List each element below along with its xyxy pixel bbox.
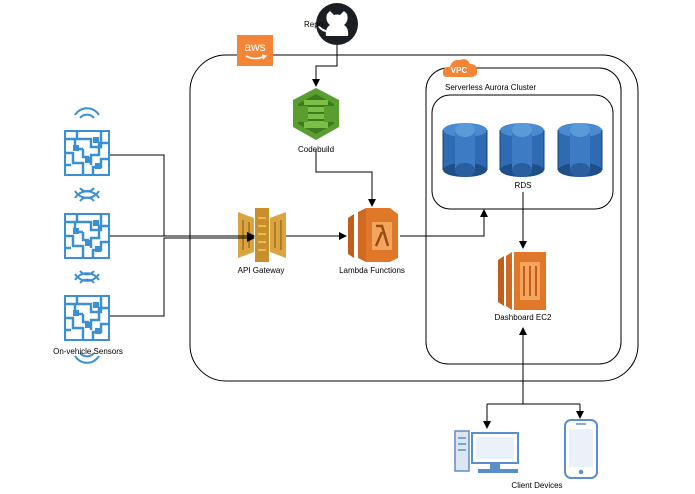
github-icon	[316, 3, 358, 45]
ec2-icon	[498, 252, 546, 310]
connectors	[110, 45, 584, 429]
lambda-icon	[348, 208, 398, 262]
mobile-phone-icon	[564, 419, 598, 479]
clients-label: Client Devices	[511, 481, 562, 490]
rds-database-icon	[499, 122, 545, 178]
rds-label: RDS	[515, 181, 532, 190]
codebuild-label: Codebuild	[298, 145, 334, 154]
lambda-label: Lambda Functions	[339, 266, 405, 275]
api-gateway-label: API Gateway	[238, 266, 285, 275]
vpc-label: VPC	[451, 66, 468, 75]
codebuild-to-lambda-arrow	[315, 150, 376, 207]
rds-database-icon	[442, 122, 488, 178]
rds-database-icon	[557, 122, 603, 178]
desktop-computer-icon	[454, 430, 519, 473]
sensor1-to-api-arrow	[110, 154, 255, 240]
codebuild-icon	[293, 88, 339, 140]
sensor3-to-api-arrow	[110, 234, 255, 317]
aws-cloud-boundary	[189, 54, 639, 382]
cluster-label: Serverless Aurora Cluster	[445, 83, 536, 92]
aws-logo: aws	[237, 35, 273, 66]
dashboard-label: Dashboard EC2	[495, 313, 552, 322]
repo-to-codebuild-arrow	[312, 45, 338, 87]
lambda-to-rds-arrow	[400, 209, 488, 237]
repo-label: Repo	[304, 20, 324, 29]
aws-logo-text: aws	[244, 40, 265, 54]
iot-sensor-icon	[63, 106, 111, 200]
iot-sensor-icon	[63, 189, 111, 283]
sensors-label: On-vehicle Sensors	[53, 347, 123, 356]
vpc-cloud-icon: VPC	[442, 59, 478, 77]
api-gateway-icon	[238, 208, 286, 262]
